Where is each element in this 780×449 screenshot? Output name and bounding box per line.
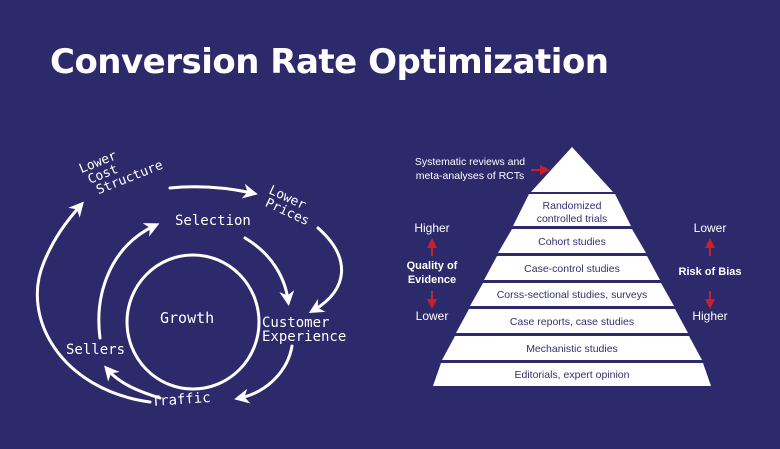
bias-higher-label: Higher (692, 309, 727, 323)
cross-sectional-label: Corss-sectional studies, surveys (497, 289, 648, 301)
case-reports-label: Case reports, case studies (510, 316, 634, 328)
pyramid-tier-case-reports (456, 309, 688, 333)
lower-cost-structure-label: Lower Cost Structure (77, 148, 165, 198)
arrow-traffic-to-sellers (104, 365, 162, 400)
systematic-reviews-label-2: meta-analyses of RCTs (416, 170, 525, 182)
bias-lower-label: Lower (694, 221, 727, 235)
bias-label: Risk of Bias (679, 266, 742, 278)
pyramid-tier-cohort (498, 229, 646, 253)
growth-circle (125, 253, 261, 391)
arrow-experience-to-traffic (234, 344, 294, 404)
arrow-cost-to-prices (168, 183, 258, 199)
quality-of-evidence: Higher Quality of Evidence Lower (407, 221, 458, 323)
slide-title: Conversion Rate Optimization (50, 42, 609, 82)
arrow-traffic-to-cost (35, 201, 152, 404)
quality-label-2: Evidence (408, 274, 456, 286)
growth-label: Growth (160, 309, 214, 327)
traffic-label: Traffic (151, 390, 211, 410)
pyramid-tier-rcts (513, 194, 631, 226)
mechanistic-label: Mechanistic studies (526, 343, 618, 355)
quality-label: Quality of (407, 260, 458, 272)
pyramid-tier-cross-sectional (470, 283, 674, 306)
arrow-prices-to-experience (308, 226, 344, 314)
risk-of-bias: Lower Risk of Bias Higher (679, 221, 742, 323)
svg-text:Customer: Customer (262, 315, 329, 331)
lower-prices-label: Lower Prices (263, 183, 312, 229)
evidence-pyramid: Randomized controlled trials Cohort stud… (415, 147, 711, 386)
editorials-label: Editorials, expert opinion (515, 369, 630, 381)
sellers-label: Sellers (66, 342, 125, 358)
pyramid-tier-mechanistic (442, 336, 702, 360)
customer-experience-label: Customer Experience (262, 315, 346, 345)
cohort-label: Cohort studies (538, 236, 606, 248)
selection-label: Selection (175, 213, 251, 229)
arrow-sellers-to-selection (97, 223, 160, 340)
pyramid-tier-systematic-reviews (531, 147, 613, 192)
quality-lower-label: Lower (416, 309, 449, 323)
flywheel-diagram (35, 183, 344, 404)
systematic-reviews-label: Systematic reviews and (415, 156, 525, 168)
quality-higher-label: Higher (414, 221, 449, 235)
pyramid-tier-editorials (433, 363, 711, 386)
case-control-label: Case-control studies (524, 263, 620, 275)
rct-label: Randomized (543, 200, 602, 212)
pyramid-tier-case-control (484, 256, 660, 280)
rct-label-2: controlled trials (537, 213, 608, 225)
arrow-selection-to-experience (243, 236, 295, 306)
svg-text:Experience: Experience (262, 329, 346, 345)
